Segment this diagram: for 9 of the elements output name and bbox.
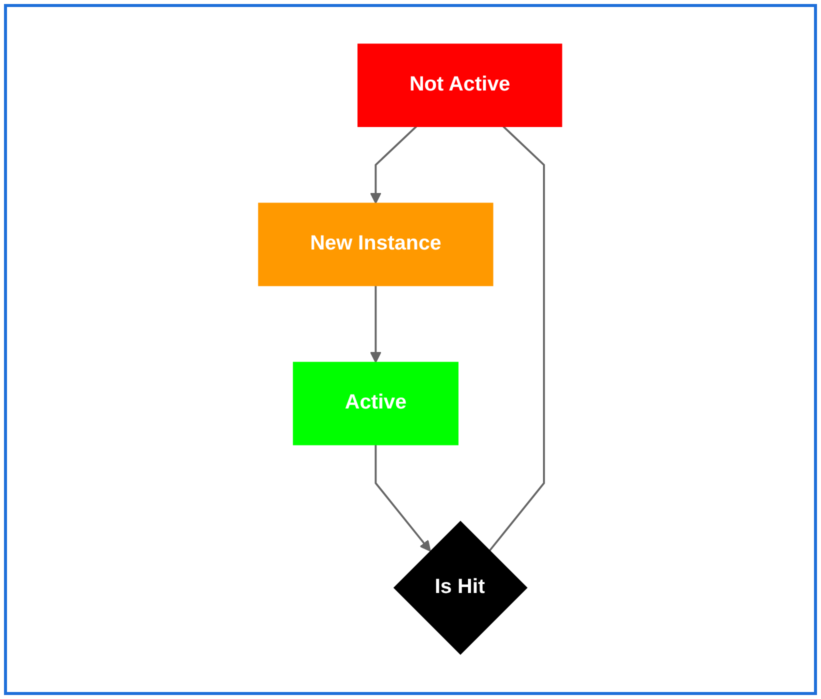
arrow: [375, 445, 432, 552]
node-box: [258, 203, 494, 287]
node-box: [358, 44, 563, 128]
flowchart: Not Active New Instance Active Is Hit: [47, 34, 774, 665]
arrow: [370, 286, 382, 364]
arrow: [370, 126, 418, 204]
connector: [488, 126, 546, 552]
node-box: [293, 362, 459, 446]
node-diamond: [394, 521, 528, 656]
